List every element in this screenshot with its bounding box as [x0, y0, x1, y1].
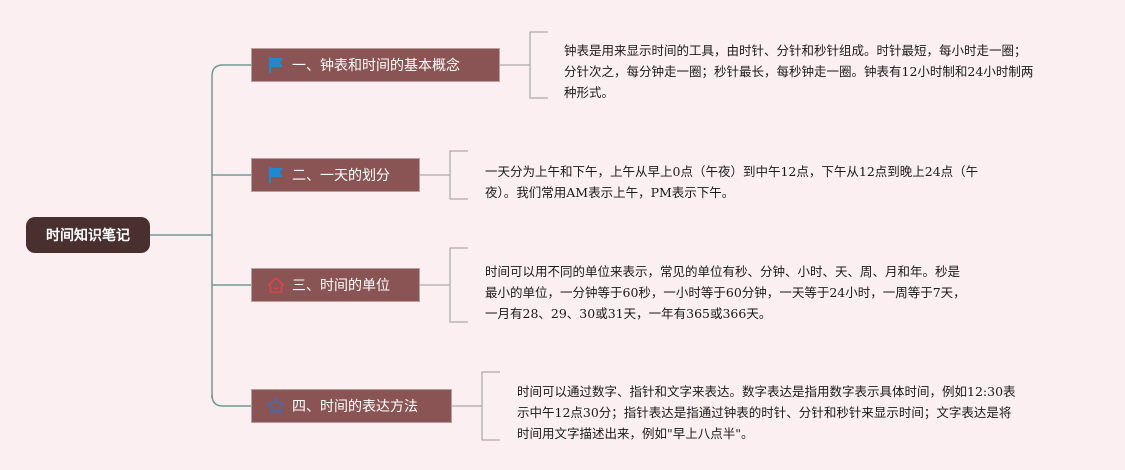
topic-label: 四、时间的表达方法 — [292, 399, 418, 415]
note-time-expression: 时间可以通过数字、指针和文字来表达。数字表达是指用数字表示具体时间，例如12:3… — [517, 384, 1016, 441]
home-icon — [267, 277, 285, 293]
topic-label: 一、钟表和时间的基本概念 — [292, 58, 460, 74]
star-icon — [267, 397, 285, 414]
note-bracket-4 — [481, 371, 500, 441]
flag-icon — [269, 167, 283, 183]
note-day-division: 一天分为上午和下午，上午从早上0点（午夜）到中午12点，下午从12点到晚上24点… — [485, 164, 979, 200]
topic-label: 二、一天的划分 — [292, 168, 390, 184]
root-node[interactable]: 时间知识笔记 — [26, 217, 150, 253]
root-title: 时间知识笔记 — [46, 228, 130, 244]
note-bracket-3 — [449, 247, 468, 323]
branch-4 — [211, 394, 251, 407]
topic-node-time-units[interactable]: 三、时间的单位 — [251, 268, 420, 302]
topic-node-time-expression[interactable]: 四、时间的表达方法 — [251, 389, 452, 423]
topic-node-day-division[interactable]: 二、一天的划分 — [251, 158, 420, 192]
topic-node-basic-concepts[interactable]: 一、钟表和时间的基本概念 — [251, 48, 500, 82]
note-bracket-1 — [529, 31, 548, 99]
topic-label: 三、时间的单位 — [292, 278, 390, 294]
note-basic-concepts: 钟表是用来显示时间的工具，由时针、分针和秒针组成。时针最短，每小时走一圈；分针次… — [564, 43, 1034, 100]
branch-1 — [211, 64, 251, 77]
note-bracket-2 — [449, 150, 468, 200]
flag-icon — [269, 57, 283, 73]
note-time-units: 时间可以用不同的单位来表示，常见的单位有秒、分钟、小时、天、周、月和年。秒是最小… — [485, 264, 966, 321]
